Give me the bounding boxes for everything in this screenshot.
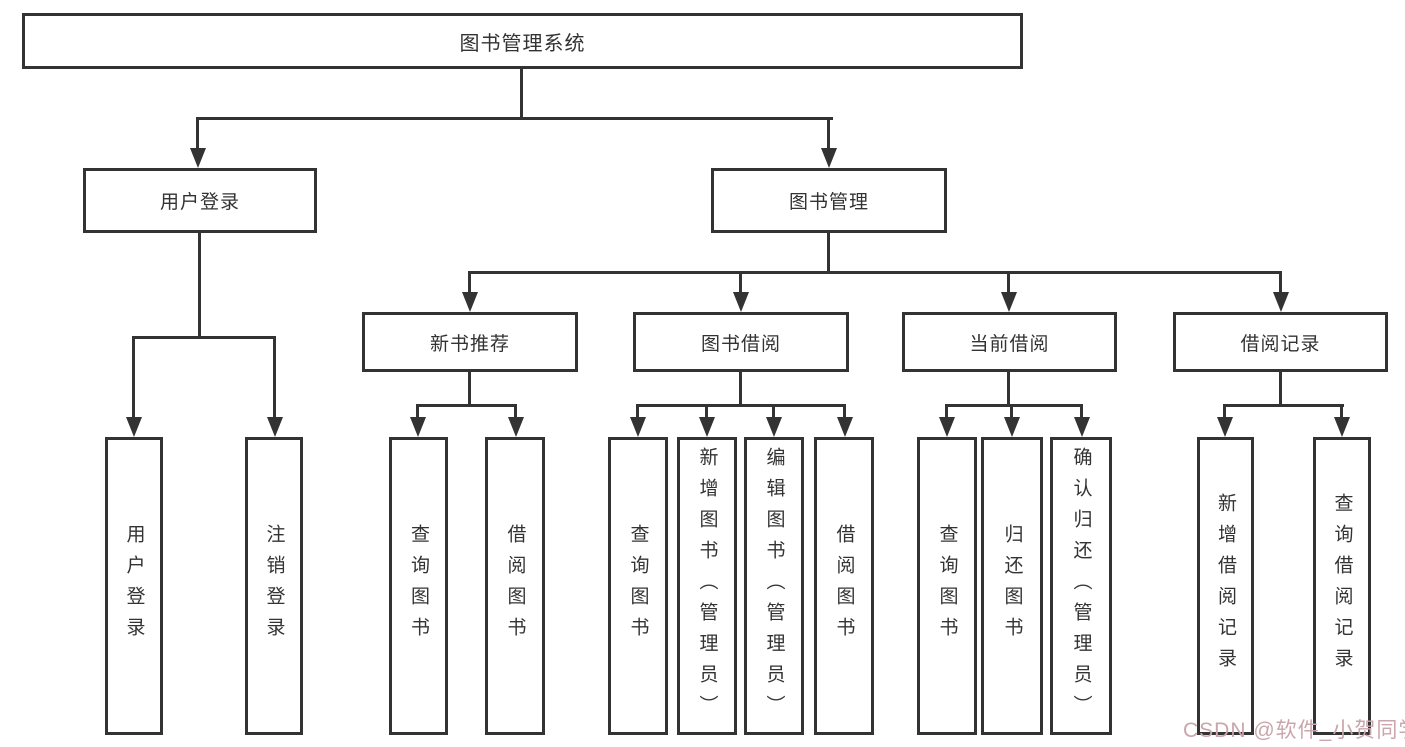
arrow-down-icon (410, 417, 426, 437)
leaf-cb-return-books-label: 归还图书 (1001, 524, 1023, 648)
node-current-borrow: 当前借阅 (902, 312, 1117, 372)
arrow-down-icon (1217, 417, 1233, 437)
connector-line (1007, 271, 1010, 292)
connector-line (1080, 404, 1083, 417)
leaf-bb-borrow-books: 借阅图书 (814, 437, 874, 735)
connector-line (636, 404, 846, 407)
connector-line (273, 336, 276, 417)
connector-line (196, 117, 833, 120)
leaf-br-query-record-label: 查询借阅记录 (1331, 493, 1353, 679)
leaf-bb-add-books-admin: 新增图书（管理员） (677, 437, 737, 735)
leaf-cb-confirm-return-admin: 确认归还（管理员） (1050, 437, 1112, 735)
leaf-logout: 注销登录 (245, 437, 303, 735)
connector-line (1010, 404, 1013, 417)
connector-line (196, 117, 199, 148)
node-root: 图书管理系统 (22, 13, 1023, 69)
arrow-down-icon (1004, 417, 1020, 437)
arrow-down-icon (766, 417, 782, 437)
connector-line (705, 404, 708, 417)
node-book-borrow: 图书借阅 (633, 312, 849, 372)
node-current-borrow-label: 当前借阅 (969, 333, 1050, 355)
connector-line (468, 372, 471, 404)
leaf-bb-query-books: 查询图书 (608, 437, 668, 735)
node-borrow-records: 借阅记录 (1173, 312, 1388, 372)
node-user-login: 用户登录 (83, 168, 317, 233)
leaf-bb-add-books-admin-label: 新增图书（管理员） (696, 446, 718, 726)
connector-line (1279, 271, 1282, 292)
connector-line (1279, 372, 1282, 404)
node-new-book-rec: 新书推荐 (362, 312, 578, 372)
arrow-down-icon (837, 417, 853, 437)
connector-line (132, 336, 276, 339)
arrow-down-icon (267, 417, 283, 437)
leaf-cb-query-books-label: 查询图书 (936, 524, 958, 648)
leaf-br-add-record-label: 新增借阅记录 (1215, 493, 1236, 679)
connector-line (468, 271, 1282, 274)
node-book-borrow-label: 图书借阅 (700, 333, 781, 355)
connector-line (772, 404, 775, 417)
connector-line (945, 404, 1083, 407)
leaf-bb-edit-books-admin-label: 编辑图书（管理员） (763, 446, 785, 726)
connector-line (198, 233, 201, 336)
leaf-cb-query-books: 查询图书 (917, 437, 977, 735)
leaf-bb-edit-books-admin: 编辑图书（管理员） (744, 437, 804, 735)
connector-line (945, 404, 948, 417)
csdn-watermark: CSDN @软件_小贺同学 (1183, 719, 1405, 742)
leaf-bb-query-books-label: 查询图书 (627, 524, 649, 648)
leaf-cb-return-books: 归还图书 (981, 437, 1043, 735)
leaf-nbr-query-books-label: 查询图书 (408, 524, 429, 648)
connector-line (636, 404, 639, 417)
node-book-mgmt-label: 图书管理 (788, 192, 869, 213)
leaf-nbr-borrow-books: 借阅图书 (485, 437, 545, 735)
leaf-bb-borrow-books-label: 借阅图书 (833, 524, 855, 648)
connector-line (827, 233, 830, 271)
connector-line (416, 404, 517, 407)
leaf-logout-label: 注销登录 (263, 524, 285, 648)
leaf-cb-confirm-return-admin-label: 确认归还（管理员） (1070, 446, 1092, 726)
arrow-down-icon (508, 417, 524, 437)
arrow-down-icon (699, 417, 715, 437)
arrow-down-icon (630, 417, 646, 437)
leaf-user-login-label: 用户登录 (123, 524, 145, 648)
connector-line (132, 336, 135, 417)
node-user-login-label: 用户登录 (159, 192, 240, 213)
connector-line (1223, 404, 1344, 407)
arrow-down-icon (126, 417, 142, 437)
connector-line (827, 117, 830, 148)
connector-line (1007, 372, 1010, 404)
arrow-down-icon (1273, 292, 1289, 312)
connector-line (416, 404, 419, 417)
connector-line (1223, 404, 1226, 417)
arrow-down-icon (821, 148, 837, 168)
leaf-nbr-query-books: 查询图书 (389, 437, 448, 735)
connector-line (739, 372, 742, 404)
arrow-down-icon (1001, 292, 1017, 312)
arrow-down-icon (1334, 417, 1350, 437)
connector-line (843, 404, 846, 417)
arrow-down-icon (939, 417, 955, 437)
leaf-nbr-borrow-books-label: 借阅图书 (504, 524, 526, 648)
arrow-down-icon (733, 292, 749, 312)
node-new-book-rec-label: 新书推荐 (429, 333, 510, 355)
connector-line (514, 404, 517, 417)
connector-line (468, 271, 471, 292)
connector-line (520, 69, 523, 117)
node-book-mgmt: 图书管理 (711, 168, 947, 233)
arrow-down-icon (462, 292, 478, 312)
arrow-down-icon (1074, 417, 1090, 437)
arrow-down-icon (190, 148, 206, 168)
leaf-br-add-record: 新增借阅记录 (1197, 437, 1254, 735)
node-borrow-records-label: 借阅记录 (1240, 333, 1321, 355)
connector-line (739, 271, 742, 292)
connector-line (1340, 404, 1343, 417)
leaf-user-login: 用户登录 (105, 437, 163, 735)
node-root-label: 图书管理系统 (459, 32, 586, 55)
leaf-br-query-record: 查询借阅记录 (1313, 437, 1371, 735)
